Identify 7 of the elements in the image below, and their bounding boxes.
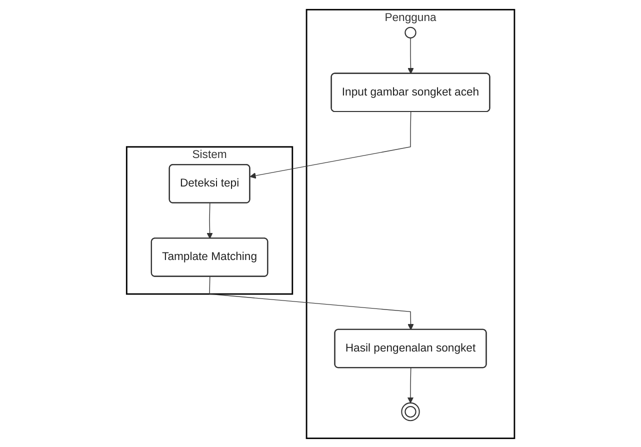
arrow <box>250 111 412 178</box>
node-circle <box>404 26 416 38</box>
arrow <box>407 367 414 403</box>
arrow <box>408 37 414 74</box>
node-circle <box>401 402 420 421</box>
arrow <box>206 202 213 238</box>
arrow <box>209 276 414 330</box>
